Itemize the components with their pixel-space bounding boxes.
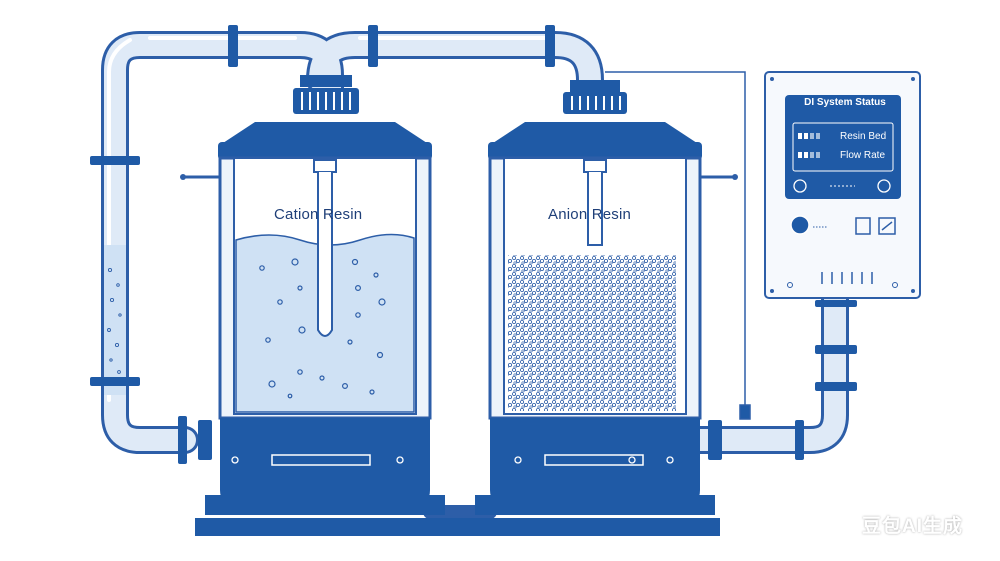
signal-wire	[605, 71, 751, 420]
cation-tank	[180, 75, 445, 515]
riser-water	[104, 245, 126, 395]
outlet-pipe	[686, 286, 849, 454]
control-panel	[764, 71, 921, 299]
mode-switch[interactable]	[855, 217, 871, 235]
ground-base	[195, 518, 720, 536]
panel-vents	[821, 272, 873, 284]
anion-resin-label: Anion Resin	[548, 206, 632, 223]
pipe-flanges	[90, 25, 857, 464]
status-row-flow-rate: Flow Rate	[840, 150, 886, 161]
anion-resin-bed	[508, 255, 676, 411]
power-knob[interactable]	[790, 215, 810, 235]
cation-resin-label: Cation Resin	[274, 206, 363, 223]
anion-tank	[475, 80, 738, 515]
status-screen	[785, 95, 901, 199]
status-row-resin-bed: Resin Bed	[840, 131, 887, 142]
panel-title: DI System Status	[804, 97, 886, 108]
watermark: 豆包AI生成	[862, 516, 964, 537]
pipe-network	[101, 31, 849, 519]
alarm-switch[interactable]	[878, 217, 896, 235]
